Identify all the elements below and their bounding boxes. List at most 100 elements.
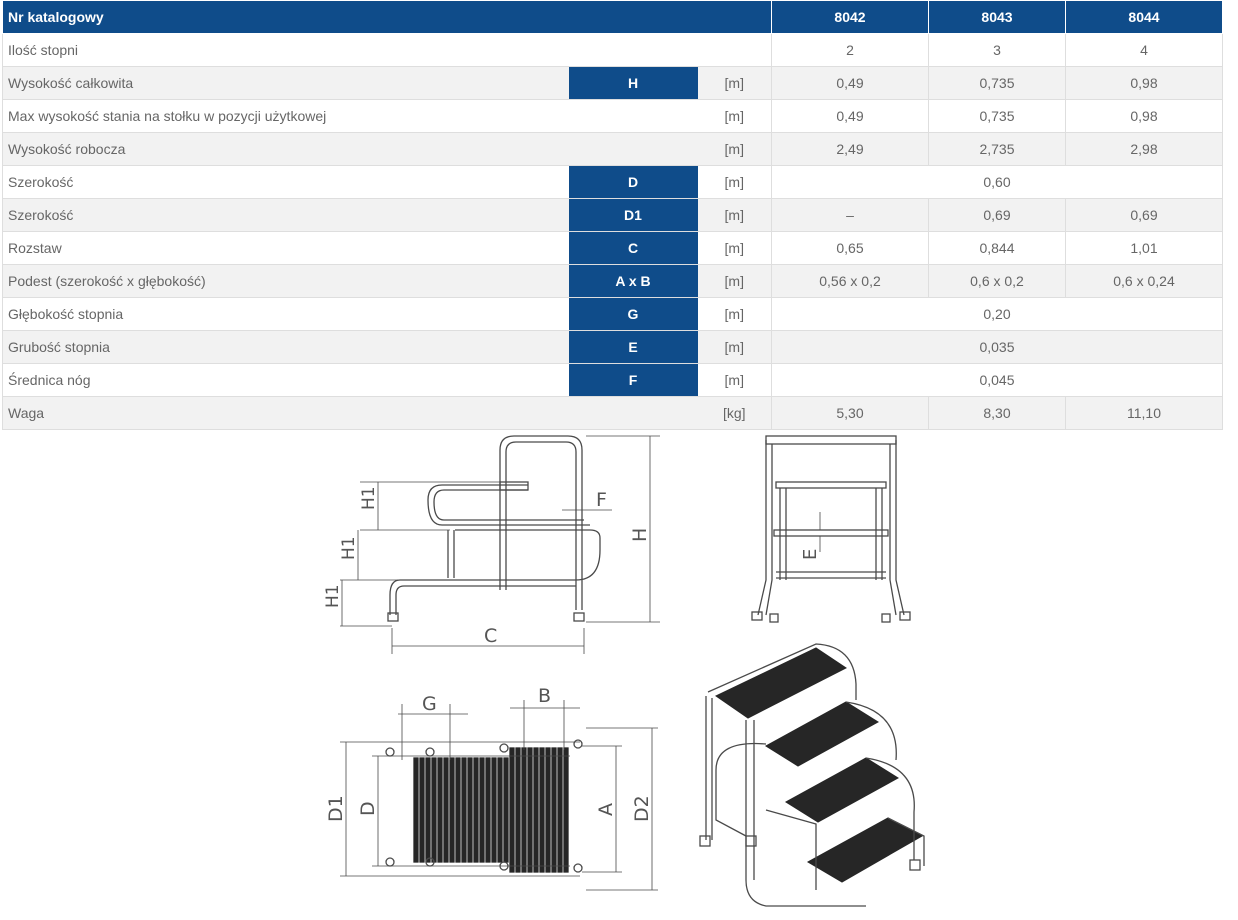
column-header-model: 8043 (928, 0, 1066, 34)
tube-end (385, 857, 395, 867)
unit-cell: [m] (697, 66, 772, 100)
row-label: Wysokość robocza (2, 132, 569, 166)
dim-label-h: H (629, 528, 651, 542)
tread-stripe (467, 757, 473, 863)
tread-stripe (425, 757, 431, 863)
value-cell: 3 (928, 33, 1066, 67)
row-label: Szerokość (2, 165, 569, 199)
table-row: Podest (szerokość x głębokość)A x B[m]0,… (2, 264, 1223, 298)
unit-cell: [m] (697, 297, 772, 331)
value-cell: 2,98 (1065, 132, 1223, 166)
tread-stripe (509, 747, 515, 873)
symbol-badge: E (568, 330, 698, 364)
dim-label-d1: D1 (325, 795, 347, 822)
value-cell: 0,735 (928, 66, 1066, 100)
unit-cell: [m] (697, 264, 772, 298)
row-label: Głębokość stopnia (2, 297, 569, 331)
value-cell: 4 (1065, 33, 1223, 67)
symbol-badge: C (568, 231, 698, 265)
dim-label-b: B (538, 685, 551, 707)
symbol-badge: F (568, 363, 698, 397)
value-cell: 0,65 (771, 231, 929, 265)
dim-label-c: C (484, 625, 497, 647)
unit-cell: [m] (697, 165, 772, 199)
value-cell: 0,56 x 0,2 (771, 264, 929, 298)
isometric-drawing (699, 643, 925, 907)
unit-cell: [kg] (697, 396, 772, 430)
symbol-badge: D1 (568, 198, 698, 232)
row-label: Max wysokość stania na stołku w pozycji … (2, 99, 569, 133)
tread-stripe (533, 747, 539, 873)
value-cell: 0,045 (771, 363, 1223, 397)
tread-stripe (449, 757, 455, 863)
tread-stripe (557, 747, 563, 873)
symbol-empty (568, 99, 698, 133)
tread-stripe (515, 747, 521, 873)
top-view-drawing: G B D1 D A D2 (325, 685, 658, 891)
symbol-badge: H (568, 66, 698, 100)
tread-stripe (545, 747, 551, 873)
tread-stripe (527, 747, 533, 873)
value-cell: 0,6 x 0,2 (928, 264, 1066, 298)
tread-stripe (497, 757, 503, 863)
unit-cell: [m] (697, 330, 772, 364)
column-header-catalog-number: Nr katalogowy (2, 0, 772, 34)
row-label: Grubość stopnia (2, 330, 569, 364)
value-cell: 2,735 (928, 132, 1066, 166)
tread-stripe (485, 757, 491, 863)
tread-stripe (431, 757, 437, 863)
value-cell: 0,735 (928, 99, 1066, 133)
side-view-drawing: H1 H1 H1 F H C (323, 435, 660, 654)
tread-stripe (473, 757, 479, 863)
tread-stripe (413, 757, 419, 863)
dim-label-d: D (357, 801, 379, 816)
unit-cell: [m] (697, 363, 772, 397)
tube-end (573, 863, 583, 873)
value-cell: 0,20 (771, 297, 1223, 331)
value-cell: 8,30 (928, 396, 1066, 430)
tread-stripe (479, 757, 485, 863)
value-cell: 0,69 (1065, 198, 1223, 232)
value-cell: 0,98 (1065, 99, 1223, 133)
tread-stripe (539, 747, 545, 873)
dim-label-h1-bot: H1 (323, 584, 343, 608)
value-cell: 5,30 (771, 396, 929, 430)
value-cell: 1,01 (1065, 231, 1223, 265)
value-cell: – (771, 198, 929, 232)
value-cell: 0,49 (771, 66, 929, 100)
dim-label-g: G (422, 693, 437, 715)
tread-stripe (461, 757, 467, 863)
dim-label-h1-top: H1 (359, 486, 379, 510)
front-view-drawing: E (751, 435, 911, 623)
value-cell: 2,49 (771, 132, 929, 166)
unit-cell (697, 33, 772, 67)
dim-label-d2: D2 (631, 795, 653, 822)
dim-label-h1-mid: H1 (339, 536, 359, 560)
value-cell: 0,69 (928, 198, 1066, 232)
tread-stripe (551, 747, 557, 873)
value-cell: 11,10 (1065, 396, 1223, 430)
value-cell: 0,60 (771, 165, 1223, 199)
symbol-badge: D (568, 165, 698, 199)
value-cell: 0,49 (771, 99, 929, 133)
value-cell: 0,6 x 0,24 (1065, 264, 1223, 298)
unit-cell: [m] (697, 198, 772, 232)
symbol-empty (568, 33, 698, 67)
unit-cell: [m] (697, 99, 772, 133)
row-label: Waga (2, 396, 569, 430)
value-cell: 0,98 (1065, 66, 1223, 100)
value-cell: 2 (771, 33, 929, 67)
row-label: Rozstaw (2, 231, 569, 265)
tread-stripe (419, 757, 425, 863)
symbol-badge: G (568, 297, 698, 331)
row-label: Ilość stopni (2, 33, 569, 67)
row-label: Średnica nóg (2, 363, 569, 397)
